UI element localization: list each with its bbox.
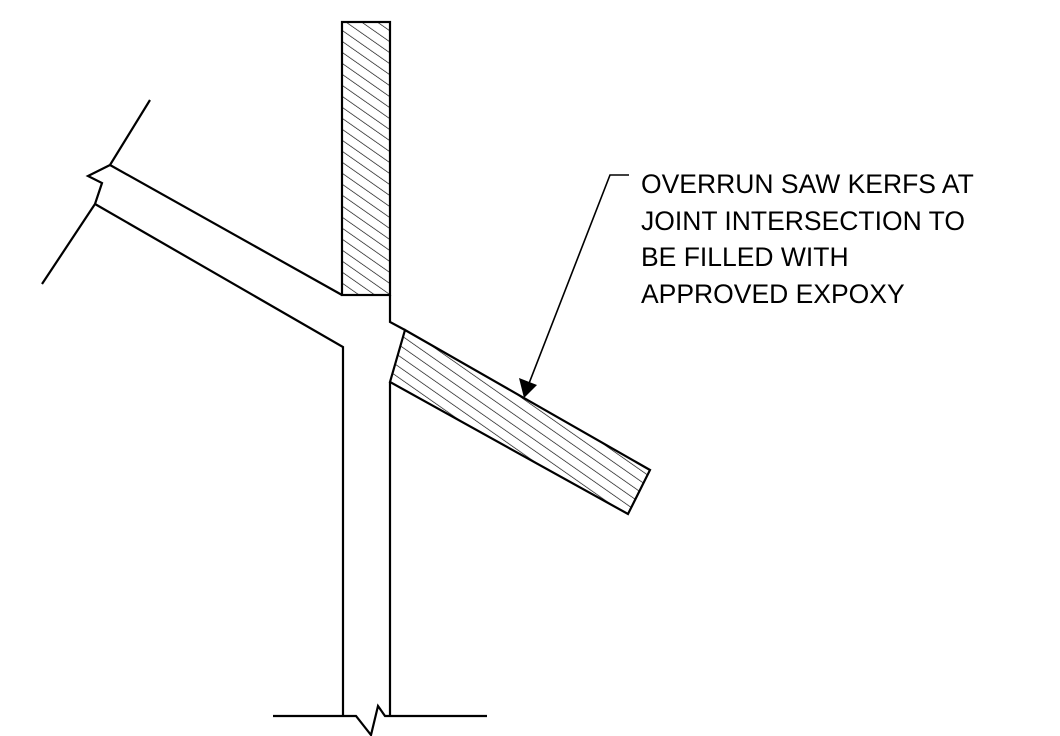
note-line-3: BE FILLED WITH: [641, 242, 849, 272]
note-leader-line: [527, 174, 629, 387]
note-leader-arrowhead: [519, 378, 537, 398]
vertical-kerf-hatched: [340, 20, 392, 297]
note-line-4: APPROVED EXPOXY: [641, 279, 905, 309]
note-line-2: JOINT INTERSECTION TO: [641, 206, 965, 236]
diagonal-break-symbol: [41, 99, 151, 285]
note-text: OVERRUN SAW KERFS AT JOINT INTERSECTION …: [641, 169, 981, 309]
diagonal-joint-bottom-edge: [94, 203, 345, 716]
vertical-joint-right-edge-upper: [388, 295, 406, 331]
bottom-break-symbol: [273, 703, 487, 736]
diagonal-kerf-hatched: [388, 328, 652, 516]
diagonal-joint-top-edge: [109, 164, 343, 296]
note-line-1: OVERRUN SAW KERFS AT: [641, 169, 974, 199]
